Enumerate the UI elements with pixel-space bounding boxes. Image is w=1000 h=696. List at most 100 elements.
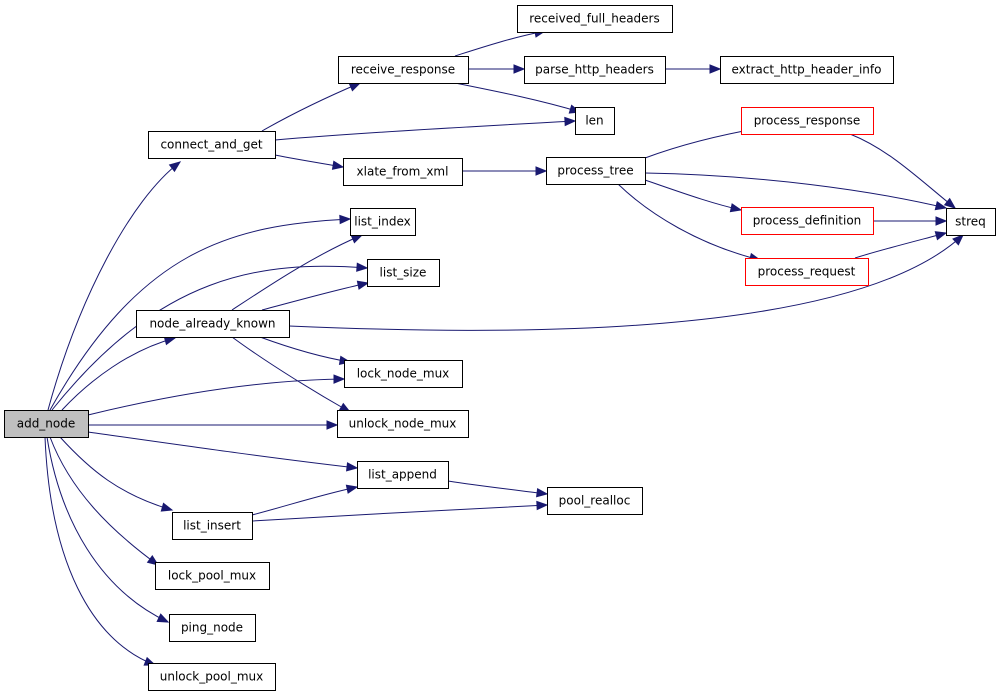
arrowhead <box>934 200 948 211</box>
arrowhead <box>564 116 577 127</box>
node-box <box>745 258 869 286</box>
arrowhead <box>535 166 548 176</box>
node-label: list_size <box>380 266 427 280</box>
edge-line <box>288 234 964 331</box>
node-len[interactable]: len <box>575 107 615 135</box>
edge-add_node-to-ping_node <box>46 436 170 623</box>
edge-add_node-to-list_insert <box>59 436 174 512</box>
node-receive_response[interactable]: receive_response <box>338 56 469 84</box>
edge-line <box>261 82 361 132</box>
node-process_response[interactable]: process_response <box>741 107 874 135</box>
edge-add_node-to-lock_pool_mux <box>49 436 160 566</box>
node-parse_http_headers[interactable]: parse_http_headers <box>524 56 666 84</box>
node-process_definition[interactable]: process_definition <box>741 207 874 235</box>
edge-line <box>849 133 956 209</box>
node-node_already_known[interactable]: node_already_known <box>136 310 290 338</box>
edge-line <box>231 234 363 311</box>
node-extract_http_header_info[interactable]: extract_http_header_info <box>720 56 894 84</box>
node-xlate_from_xml[interactable]: xlate_from_xml <box>343 158 463 186</box>
arrowhead <box>346 462 359 472</box>
node-label: process_request <box>758 265 856 279</box>
edge-add_node-to-lock_node_mux <box>87 374 346 416</box>
edge-node_already_known-to-lock_node_mux <box>259 336 352 365</box>
node-process_request[interactable]: process_request <box>745 258 869 286</box>
edge-node_already_known-to-list_size <box>261 280 370 311</box>
node-label: lock_node_mux <box>357 367 450 381</box>
node-list_append[interactable]: list_append <box>357 461 449 489</box>
arrowhead <box>952 234 964 246</box>
node-unlock_node_mux[interactable]: unlock_node_mux <box>337 410 469 438</box>
node-streq[interactable]: streq <box>946 208 996 236</box>
edge-connect_and_get-to-len <box>274 116 577 141</box>
edge-line <box>49 218 351 411</box>
node-box <box>148 663 276 691</box>
arrowhead <box>536 500 549 511</box>
node-box <box>741 107 874 135</box>
edge-node_already_known-to-unlock_node_mux <box>231 336 352 413</box>
edge-line <box>47 161 181 411</box>
node-box <box>946 208 996 236</box>
arrowhead <box>943 197 957 209</box>
node-box <box>367 259 440 287</box>
node-label: process_definition <box>753 214 862 228</box>
node-label: node_already_known <box>149 317 275 331</box>
node-received_full_headers[interactable]: received_full_headers <box>517 5 673 33</box>
node-label: xlate_from_xml <box>357 165 449 179</box>
node-box <box>343 158 463 186</box>
node-box <box>741 207 874 235</box>
edge-process_tree-to-process_definition <box>644 179 743 213</box>
node-add_node[interactable]: add_node <box>4 410 89 438</box>
node-pool_realloc[interactable]: pool_realloc <box>547 487 643 515</box>
arrowhead <box>729 203 743 213</box>
edge-line <box>59 436 173 511</box>
node-label: process_tree <box>557 164 633 178</box>
edge-line <box>644 179 742 211</box>
node-label: streq <box>955 215 986 229</box>
edge-line <box>251 504 548 522</box>
node-box <box>524 56 666 84</box>
node-lock_pool_mux[interactable]: lock_pool_mux <box>155 562 270 590</box>
node-box <box>169 614 256 642</box>
arrowhead <box>935 216 948 226</box>
edge-node_already_known-to-list_index <box>231 234 364 311</box>
node-box <box>337 410 469 438</box>
node-box <box>338 56 469 84</box>
arrowhead <box>348 82 362 92</box>
arrowhead <box>339 214 352 225</box>
node-label: add_node <box>17 417 76 431</box>
node-lock_node_mux[interactable]: lock_node_mux <box>344 360 463 388</box>
node-box <box>136 310 290 338</box>
node-box <box>155 562 270 590</box>
node-label: unlock_pool_mux <box>160 670 263 684</box>
node-ping_node[interactable]: ping_node <box>169 614 256 642</box>
edge-line <box>261 282 369 311</box>
arrowhead <box>350 234 364 244</box>
node-box <box>517 5 673 33</box>
arrowhead <box>168 161 182 173</box>
edge-line <box>454 82 581 113</box>
edge-line <box>44 436 156 666</box>
node-label: list_append <box>368 468 437 482</box>
node-list_insert[interactable]: list_insert <box>172 512 253 540</box>
node-box <box>546 157 646 185</box>
node-unlock_pool_mux[interactable]: unlock_pool_mux <box>148 663 276 691</box>
node-label: len <box>585 114 603 128</box>
node-list_size[interactable]: list_size <box>367 259 440 287</box>
arrowhead <box>356 280 370 290</box>
node-connect_and_get[interactable]: connect_and_get <box>148 131 276 159</box>
edge-line <box>259 336 351 363</box>
arrowhead <box>934 231 948 241</box>
node-box <box>350 208 416 236</box>
edge-process_tree-to-process_request <box>617 183 762 263</box>
node-label: list_index <box>354 215 410 229</box>
node-list_index[interactable]: list_index <box>350 208 416 236</box>
node-label: unlock_node_mux <box>349 417 457 431</box>
node-box <box>148 131 276 159</box>
edge-connect_and_get-to-xlate_from_xml <box>274 154 345 170</box>
node-process_tree[interactable]: process_tree <box>546 157 646 185</box>
edge-receive_response-to-parse_http_headers <box>468 64 526 74</box>
arrowhead <box>345 484 359 494</box>
arrowhead <box>331 160 345 170</box>
edge-receive_response-to-received_full_headers <box>454 28 547 57</box>
